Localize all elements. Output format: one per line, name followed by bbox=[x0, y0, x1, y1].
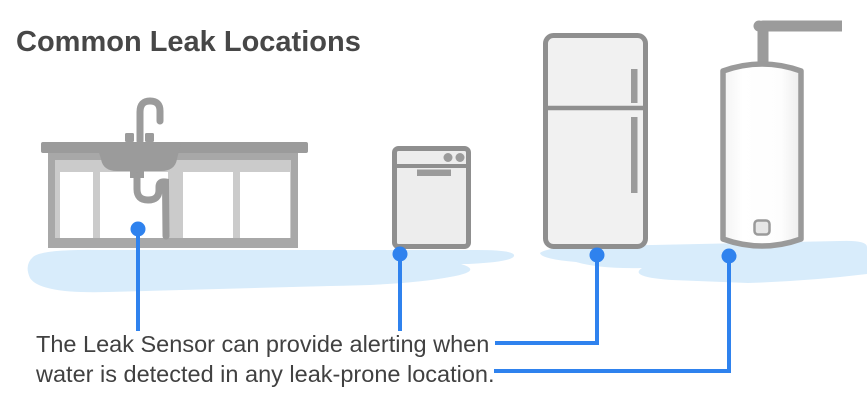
dishwasher-icon bbox=[392, 146, 471, 249]
page-title: Common Leak Locations bbox=[16, 26, 361, 58]
water-puddle-right-icon bbox=[540, 240, 867, 283]
caption-line-2: water is detected in any leak-prone loca… bbox=[36, 361, 495, 387]
leak-marker-water-heater bbox=[494, 248, 737, 373]
water-puddle-left-icon bbox=[27, 249, 515, 293]
leak-marker-dishwasher bbox=[392, 246, 408, 331]
leak-marker-sink bbox=[130, 221, 146, 331]
caption-line-1: The Leak Sensor can provide alerting whe… bbox=[36, 331, 490, 357]
caption: The Leak Sensor can provide alerting whe… bbox=[36, 329, 495, 389]
kitchen-sink-cabinet-icon bbox=[41, 97, 308, 248]
leak-marker-refrigerator bbox=[495, 247, 605, 345]
water-heater-icon bbox=[720, 20, 842, 249]
refrigerator-icon bbox=[543, 33, 648, 249]
